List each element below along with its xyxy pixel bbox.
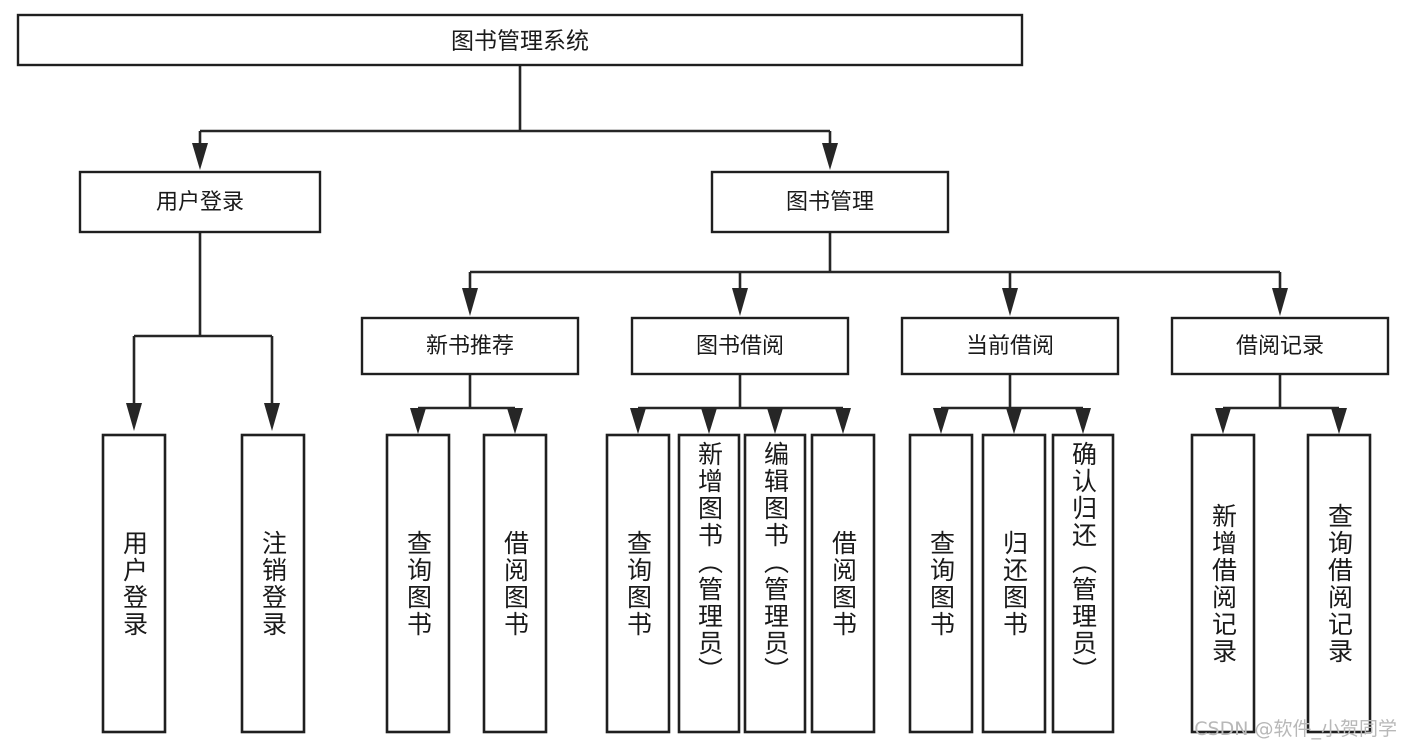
node-book-borrow[interactable]: 图书借阅	[630, 316, 850, 376]
node-borrow-record[interactable]: 借阅记录	[1170, 316, 1390, 376]
node-leaf-return-book-box[interactable]	[981, 433, 1047, 734]
arrow-head-book-borrow	[732, 288, 748, 316]
node-root-label: 图书管理系统	[451, 29, 589, 55]
node-leaf-user-login-box[interactable]	[101, 433, 167, 734]
arrow-head-leaf-query-book-current	[933, 408, 949, 434]
arrow-head-leaf-user-login	[126, 403, 142, 431]
node-book-borrow-label: 图书借阅	[696, 334, 784, 359]
node-leaf-add-book-admin-box[interactable]	[677, 433, 741, 734]
node-user-login[interactable]: 用户登录	[78, 170, 322, 234]
node-new-book-recommend-label: 新书推荐	[426, 334, 514, 359]
node-root-box[interactable]	[16, 13, 1024, 67]
arrow-head-leaf-add-borrow-record	[1215, 408, 1231, 434]
node-book-management-box[interactable]	[710, 170, 950, 234]
node-borrow-record-box[interactable]	[1170, 316, 1390, 376]
node-new-book-recommend[interactable]: 新书推荐	[360, 316, 580, 376]
node-book-borrow-box[interactable]	[630, 316, 850, 376]
node-user-login-label: 用户登录	[156, 190, 244, 215]
node-leaf-query-book-borrow-box[interactable]	[605, 433, 671, 734]
arrow-head-leaf-borrow-book	[835, 408, 851, 434]
leaf-box-group	[101, 433, 1372, 734]
node-leaf-borrow-book-box[interactable]	[810, 433, 876, 734]
node-borrow-record-label: 借阅记录	[1236, 334, 1324, 359]
node-leaf-borrow-book-recommend-box[interactable]	[482, 433, 548, 734]
arrow-head-current-borrow	[1002, 288, 1018, 316]
node-leaf-logout-login-box[interactable]	[240, 433, 306, 734]
node-book-management[interactable]: 图书管理	[710, 170, 950, 234]
arrow-head-leaf-borrow-book-recommend	[507, 408, 523, 434]
connector-group	[126, 65, 1347, 434]
arrow-head-borrow-record	[1272, 288, 1288, 316]
node-current-borrow-label: 当前借阅	[966, 334, 1054, 359]
arrow-head-leaf-add-book-admin	[701, 408, 717, 434]
node-current-borrow-box[interactable]	[900, 316, 1120, 376]
node-leaf-query-borrow-record-box[interactable]	[1306, 433, 1372, 734]
node-leaf-confirm-return-admin-box[interactable]	[1051, 433, 1115, 734]
node-leaf-edit-book-admin-box[interactable]	[743, 433, 807, 734]
arrow-head-leaf-logout-login	[264, 403, 280, 431]
arrow-head-leaf-query-borrow-record	[1331, 408, 1347, 434]
node-leaf-query-book-current-box[interactable]	[908, 433, 974, 734]
node-leaf-add-borrow-record-box[interactable]	[1190, 433, 1256, 734]
node-new-book-recommend-box[interactable]	[360, 316, 580, 376]
arrow-head-leaf-edit-book-admin	[767, 408, 783, 434]
node-book-management-label: 图书管理	[786, 190, 874, 215]
arrow-head-leaf-query-book-recommend	[410, 408, 426, 434]
arrow-head-book-management	[822, 143, 838, 170]
arrow-head-leaf-query-book-borrow	[630, 408, 646, 434]
node-user-login-box[interactable]	[78, 170, 322, 234]
arrow-head-leaf-confirm-return-admin	[1075, 408, 1091, 434]
node-root[interactable]: 图书管理系统	[16, 13, 1024, 67]
arrow-head-user-login	[192, 143, 208, 170]
node-leaf-query-book-recommend-box[interactable]	[385, 433, 451, 734]
node-current-borrow[interactable]: 当前借阅	[900, 316, 1120, 376]
arrow-head-leaf-return-book	[1006, 408, 1022, 434]
arrow-head-new-book-recommend	[462, 288, 478, 316]
